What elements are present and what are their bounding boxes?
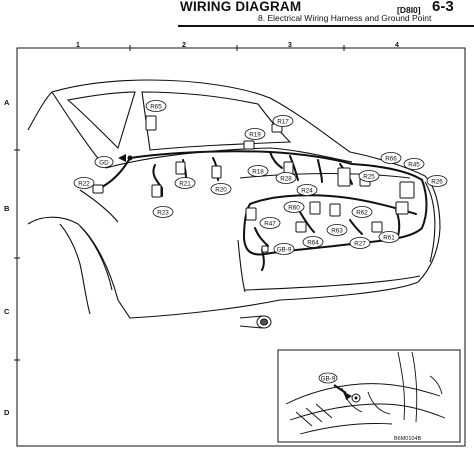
connector-label-gd: GD (99, 159, 109, 166)
connector-label-r22: R22 (78, 180, 90, 187)
figure-code: B6M0104B (394, 436, 422, 442)
connector-label-r64: R64 (307, 239, 319, 246)
connector-label-r62: R62 (356, 209, 368, 216)
grid-column-label: 2 (182, 42, 186, 49)
exhaust-pipe (239, 315, 272, 329)
connector-label-r20: R20 (215, 186, 227, 193)
connector-label-r21: R21 (179, 180, 191, 187)
connector-label-gb9: GB-9 (277, 246, 292, 253)
grid-row-label: A (4, 98, 10, 107)
connector-label-r65: R65 (150, 103, 162, 110)
grid-column-label: 1 (76, 42, 80, 49)
connector-label-r26: R26 (431, 178, 443, 185)
diagram-title: WIRING DIAGRAM (180, 0, 302, 14)
connector-label-r63: R63 (331, 227, 343, 234)
connector-label-r25: R25 (363, 173, 375, 180)
inset-ground-label: GB-9 (321, 375, 336, 382)
connector-label-r27: R27 (354, 240, 366, 247)
ground-detail-inset: GB-9 B6M0104B (277, 349, 461, 443)
connector-label-r18: R18 (252, 168, 264, 175)
connector-label-r24: R24 (301, 187, 313, 194)
connector-tag-shapes (73, 100, 448, 255)
section-subtitle: 8. Electrical Wiring Harness and Ground … (258, 13, 432, 23)
connector-label-r47: R47 (264, 220, 276, 227)
page-number: 6-3 (432, 0, 454, 15)
connector-label-r19: R19 (249, 131, 261, 138)
diagram-frame (16, 47, 466, 447)
grid-row-label: C (4, 307, 10, 316)
connector-label-r17: R17 (277, 118, 289, 125)
car-body-outline (27, 79, 441, 319)
grid-row-label: B (4, 204, 10, 213)
grid-ticks (14, 45, 345, 361)
grid-column-label: 3 (288, 42, 292, 49)
header-rule (178, 25, 474, 27)
connector-label-r66: R66 (385, 155, 397, 162)
connector-label-r28: R28 (280, 175, 292, 182)
section-code: [D8I0] (397, 5, 421, 15)
connector-label-r23: R23 (157, 209, 169, 216)
connector-label-r61: R61 (383, 234, 395, 241)
grid-row-label: D (4, 408, 10, 417)
connector-label-r45: R45 (408, 161, 420, 168)
grid-column-label: 4 (395, 42, 399, 49)
ground-point-gd-arrow (118, 154, 133, 162)
connector-label-r60: R60 (288, 204, 300, 211)
